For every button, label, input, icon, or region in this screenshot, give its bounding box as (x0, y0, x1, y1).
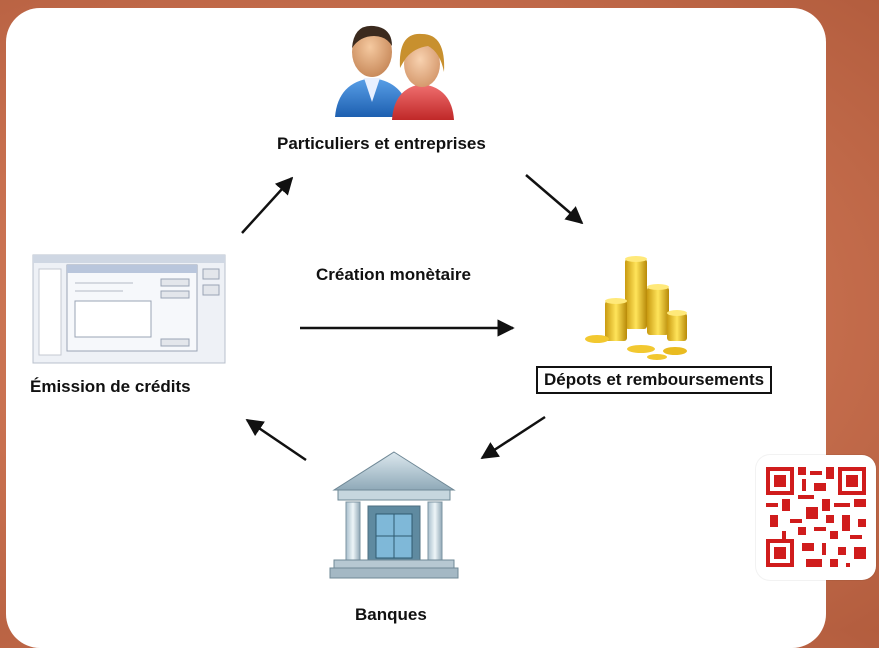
arrow-left-to-top (241, 176, 294, 234)
qr-code-icon (766, 467, 866, 567)
coins-icon (585, 256, 687, 360)
arrow-bottom-to-left (245, 418, 307, 462)
arrows-layer (241, 174, 584, 462)
center-label: Création monètaire (316, 265, 471, 284)
node-label-particuliers: Particuliers et entreprises (277, 134, 486, 153)
software-window-icon (32, 254, 226, 364)
people-icon (335, 25, 454, 120)
node-label-banques: Banques (355, 605, 427, 624)
arrow-right-to-bottom (480, 415, 546, 460)
node-label-depots: Dépots et remboursements (536, 366, 773, 394)
qr-code-badge[interactable] (756, 455, 876, 580)
arrow-top-to-right (525, 174, 584, 225)
bank-icon (329, 451, 459, 579)
node-label-emission: Émission de crédits (30, 377, 191, 396)
